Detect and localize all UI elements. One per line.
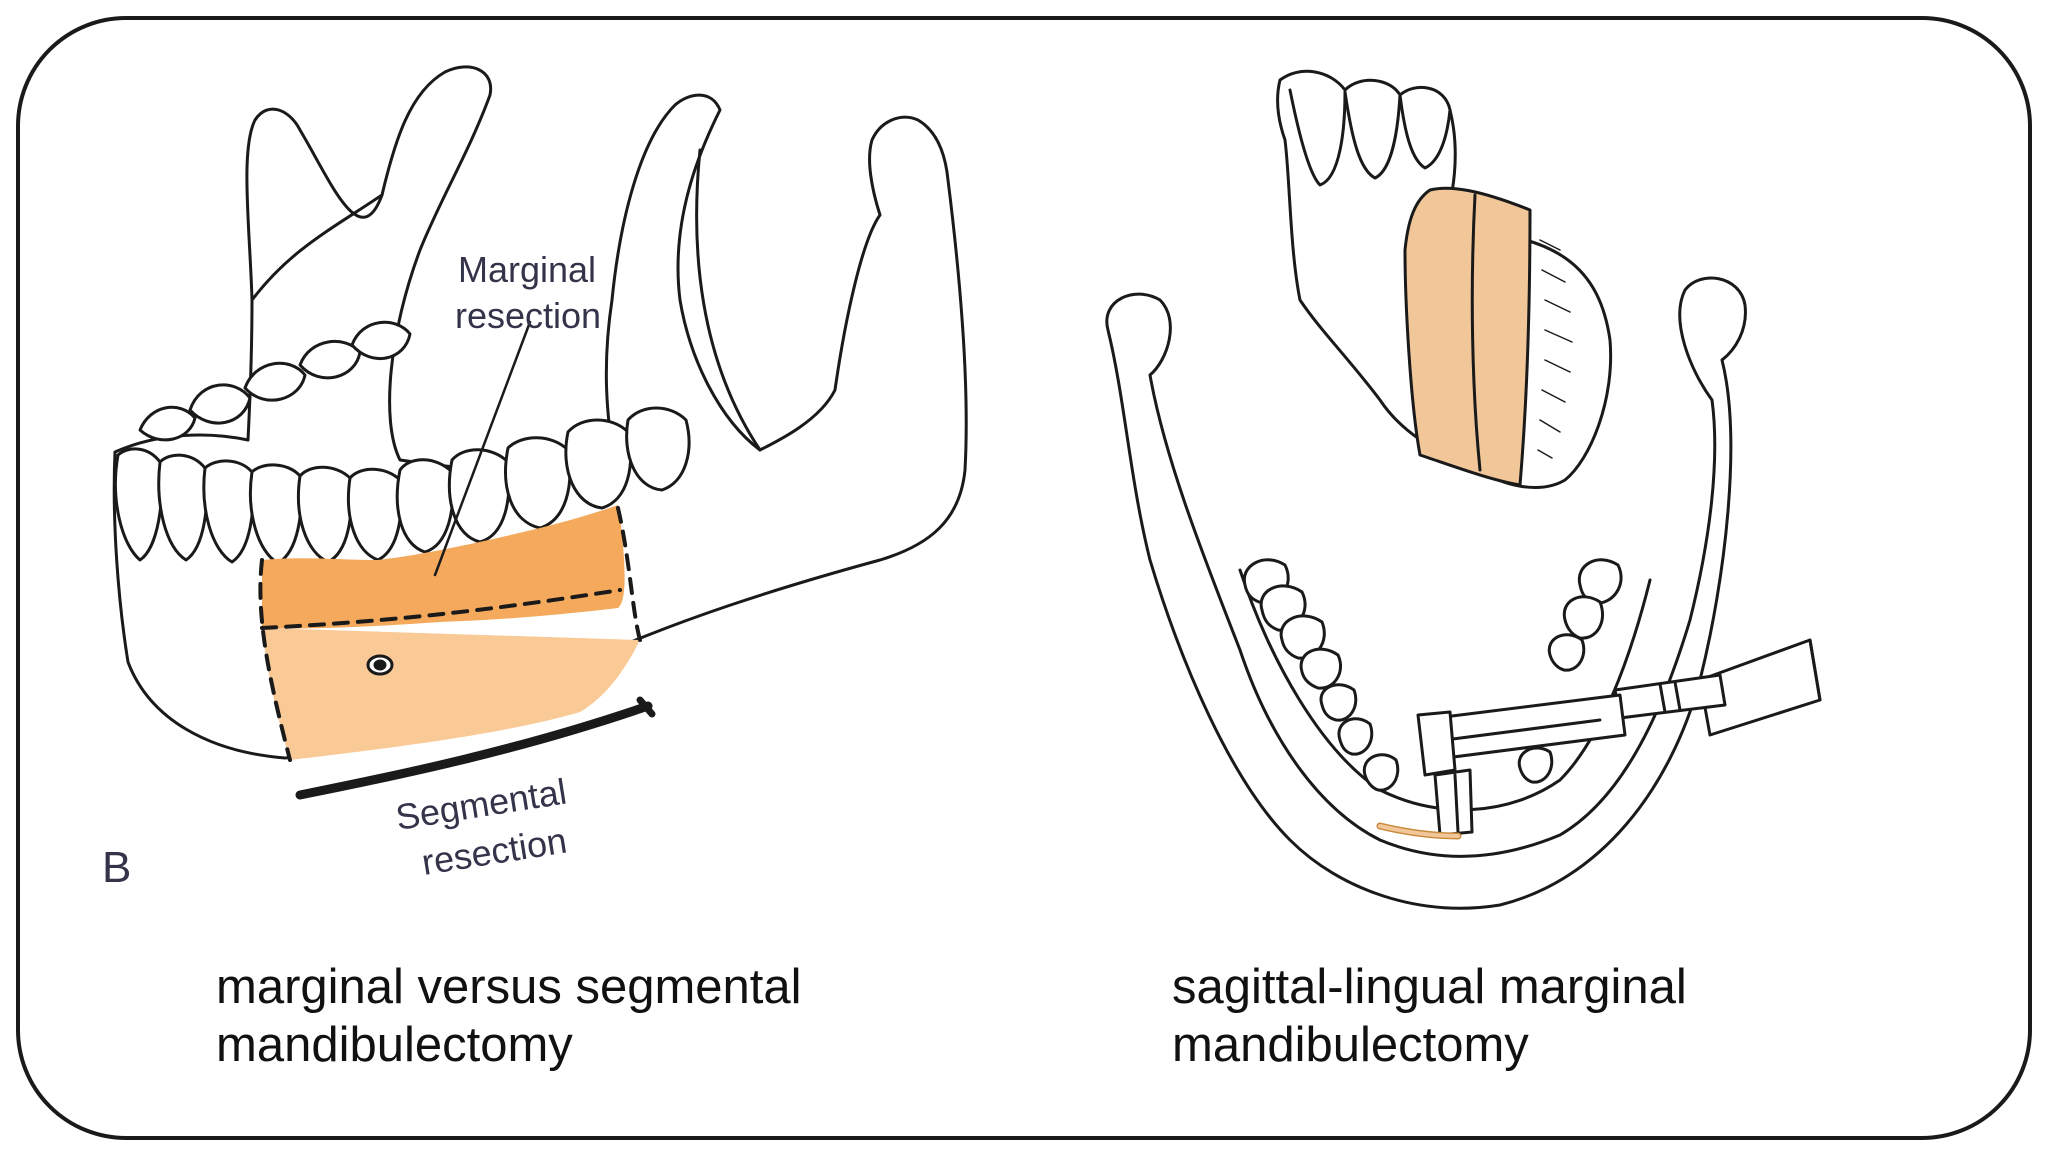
tooth (157, 453, 209, 562)
tooth (395, 458, 455, 554)
saw-shaft-band (1658, 680, 1682, 714)
caption-left: marginal versus segmental mandibulectomy (216, 958, 802, 1074)
tooth (1517, 746, 1554, 784)
saw-head (1416, 710, 1457, 777)
tooth (1337, 717, 1374, 756)
label-marginal-line1: Marginal (458, 249, 596, 290)
tooth (1299, 647, 1342, 690)
tooth (243, 361, 307, 402)
right-mandible-outline (1105, 276, 1747, 910)
tooth (1319, 683, 1358, 722)
left-mandible-illustration (112, 65, 968, 800)
caption-left-line2: mandibulectomy (216, 1018, 573, 1072)
tooth (350, 320, 412, 361)
segmental-bracket (295, 701, 653, 800)
saw-arm-slot (1443, 718, 1602, 742)
right-mandible-illustration (1105, 69, 1822, 910)
upper-tooth (1398, 93, 1452, 170)
left-ramus-ridge (695, 148, 762, 452)
tooth (346, 467, 403, 562)
left-lower-teeth (114, 406, 691, 565)
tooth (138, 405, 197, 442)
segmental-cut-line-front (258, 558, 292, 762)
caption-left-line1: marginal versus segmental (216, 960, 802, 1014)
caption-right-line1: sagittal-lingual marginal (1172, 960, 1687, 1014)
saw-blade (1433, 768, 1474, 837)
mental-foramen-inner (373, 659, 387, 671)
marginal-pointer-line (433, 320, 532, 577)
tooth (202, 459, 255, 564)
bone-cut-edge (1470, 193, 1482, 472)
panel-letter: B (102, 843, 131, 892)
left-upper-teeth (138, 320, 412, 442)
bone-cut-surface (1403, 186, 1532, 487)
segmental-resection-region (262, 628, 640, 760)
left-ramus-contour (250, 193, 384, 302)
upper-tooth (1343, 90, 1402, 180)
caption-right: sagittal-lingual marginal mandibulectomy (1172, 958, 1687, 1074)
tooth (1562, 595, 1604, 640)
segmental-cut-line-back (616, 506, 642, 642)
sagittal-cut-highlight (1378, 824, 1460, 838)
caption-right-line2: mandibulectomy (1172, 1018, 1529, 1072)
tooth (625, 406, 691, 492)
tooth (248, 463, 303, 565)
tooth (564, 418, 632, 510)
tooth (1279, 614, 1326, 660)
marginal-resection-region (262, 505, 625, 629)
saw-blade-line (1453, 773, 1460, 834)
label-marginal-line2: resection (455, 295, 601, 336)
marginal-cut-line (260, 588, 622, 630)
tooth (504, 436, 572, 530)
upper-tooth (1288, 88, 1347, 187)
tooth (188, 383, 252, 425)
cortex-hatch (1537, 239, 1573, 459)
right-lower-teeth (1242, 558, 1623, 792)
tooth (114, 447, 164, 562)
tooth (1547, 633, 1586, 672)
tooth (296, 465, 353, 564)
segmental-bracket-tip (636, 696, 656, 718)
tooth (1362, 753, 1400, 792)
saw-handle-line (1808, 638, 1822, 702)
